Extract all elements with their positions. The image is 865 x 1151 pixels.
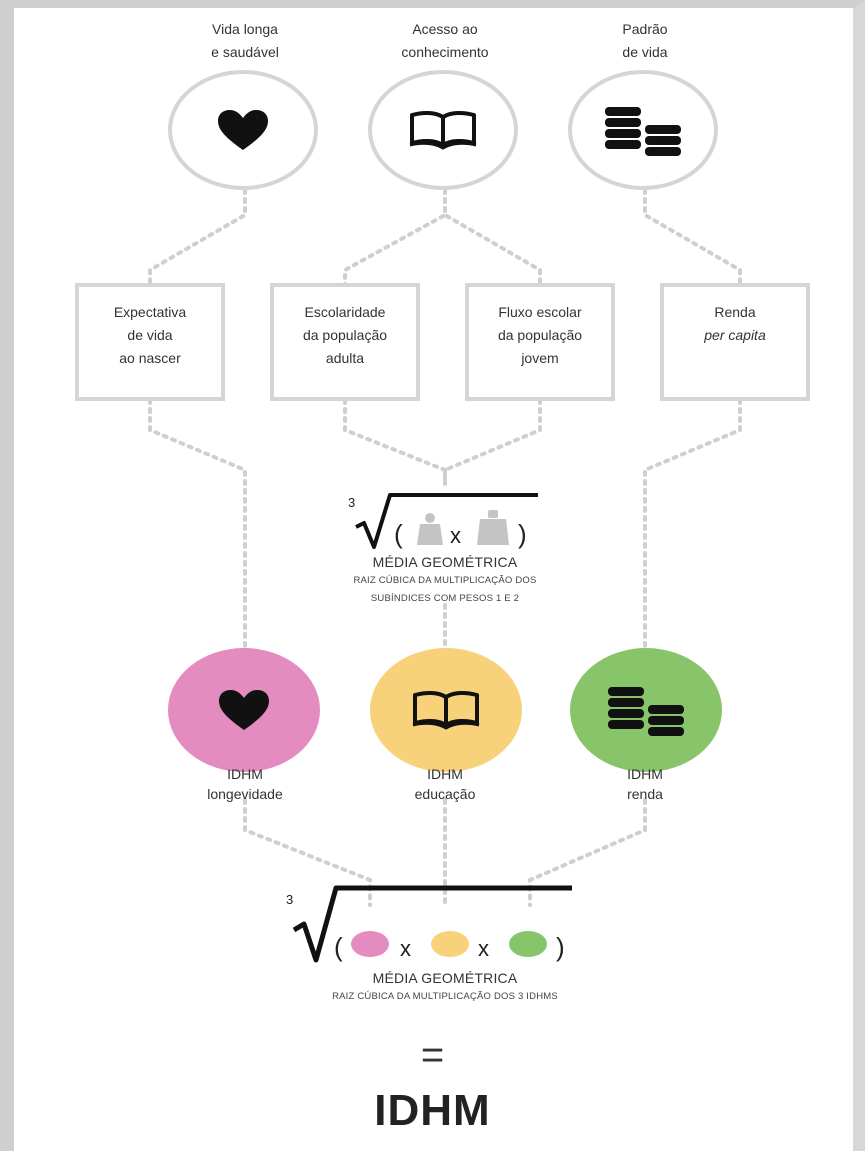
radical-sign: [292, 885, 572, 963]
close-paren: ): [518, 519, 527, 549]
dimension-label-knowledge: Acesso ao conhecimento: [401, 21, 489, 60]
dimension-label-long-life: Vida longa e saudável: [211, 21, 279, 60]
connector-living-to-income: [643, 188, 742, 287]
result-label: IDHM: [374, 1086, 491, 1135]
dimension-circle-knowledge: [368, 70, 518, 190]
longevity-dot: [351, 931, 389, 957]
connector-schooling-to-formula: [343, 398, 447, 487]
index-label-education: IDHM educação: [414, 766, 476, 802]
multiply-sign: x: [400, 936, 411, 961]
coins-icon: [605, 107, 681, 156]
open-paren: (: [394, 519, 403, 549]
connector-expectancy-to-longevity: [148, 398, 247, 662]
radical-sign: [355, 493, 538, 549]
dimension-circle-living-standard: [568, 70, 718, 190]
connector-life-to-expectancy: [148, 188, 247, 287]
book-icon: [412, 690, 480, 730]
income-dot: [509, 931, 547, 957]
book-icon: [409, 110, 477, 150]
weight-icon-1: [417, 513, 443, 545]
index-label-longevity: IDHM longevidade: [207, 766, 283, 802]
formula-1-title: MÉDIA GEOMÉTRICA: [372, 554, 518, 570]
close-paren: ): [556, 932, 565, 962]
education-dot: [431, 931, 469, 957]
heart-icon: [218, 110, 268, 150]
dimension-label-living-standard: Padrão de vida: [622, 21, 668, 60]
cube-root-formula-indices: 3 ( x x ): [286, 885, 572, 963]
formula-1-subtitle: RAIZ CÚBICA DA MULTIPLICAÇÃO DOS SUBÍNDI…: [353, 575, 537, 604]
indicator-adult-schooling: Escolaridade da população adulta: [270, 283, 420, 401]
connector-knowledge-to-schooling: [343, 188, 447, 287]
income-label: Renda: [714, 304, 756, 320]
cube-root-formula-weights: 3 ( x ): [348, 493, 538, 549]
indicator-school-flow: Fluxo escolar da população jovem: [465, 283, 615, 401]
root-index: 3: [286, 892, 293, 907]
per-capita-label: per capita: [704, 327, 766, 343]
coins-icon: [608, 687, 684, 736]
connector-longevity-to-formula: [243, 798, 372, 907]
connector-knowledge-to-flow: [443, 188, 542, 287]
index-circle-longevity: [168, 648, 320, 772]
open-paren: (: [334, 932, 343, 962]
formula-2-title: MÉDIA GEOMÉTRICA: [372, 970, 518, 986]
index-circle-income: [570, 648, 722, 772]
formula-2-subtitle: RAIZ CÚBICA DA MULTIPLICAÇÃO DOS 3 IDHMS: [332, 991, 558, 1002]
dimension-circle-long-life: [168, 70, 318, 190]
root-index: 3: [348, 495, 355, 510]
index-circle-education: [370, 648, 522, 772]
heart-icon: [219, 690, 269, 730]
indicator-life-expectancy: Expectativa de vida ao nascer: [75, 283, 225, 401]
multiply-sign: x: [450, 523, 461, 548]
multiply-sign: x: [478, 936, 489, 961]
equals-sign: =: [420, 1033, 445, 1077]
connector-flow-to-formula: [443, 398, 542, 487]
weight-icon-2: [477, 510, 509, 545]
connector-renda-to-formula: [528, 798, 647, 907]
connector-income-to-renda: [643, 398, 742, 662]
indicator-income-per-capita: Renda per capita: [660, 283, 810, 401]
index-label-income: IDHM renda: [627, 766, 663, 802]
